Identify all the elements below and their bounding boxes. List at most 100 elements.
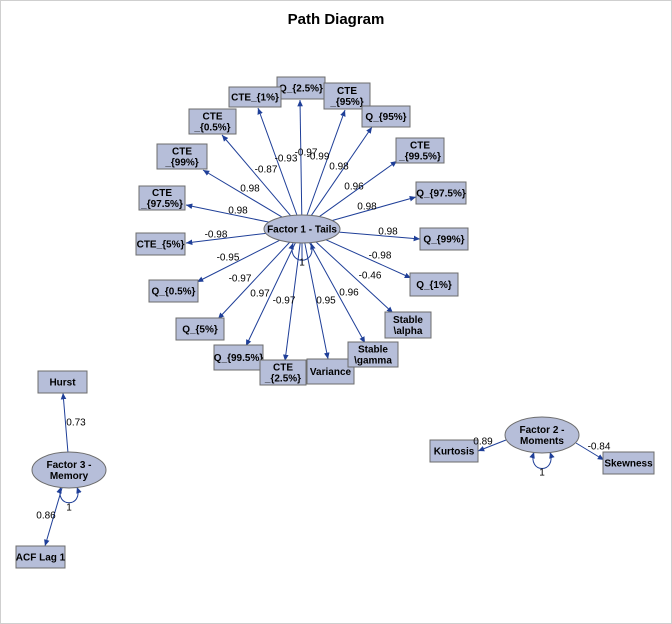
- variable-node-q05[interactable]: Q_{0.5%}: [148, 279, 199, 303]
- path-arrow-cte05: [221, 134, 292, 216]
- variable-box: [188, 108, 237, 135]
- variable-label: CTE: [273, 363, 293, 374]
- path-arrow-cte25: [283, 242, 301, 362]
- variable-label: CTE: [152, 188, 172, 199]
- variable-node-q5[interactable]: Q_{5%}: [175, 317, 225, 341]
- variable-box: [602, 451, 655, 475]
- variable-box: [415, 181, 467, 205]
- path-arrow-cte99: [202, 169, 283, 218]
- variable-node-q25[interactable]: Q_{2.5%}: [276, 76, 326, 100]
- variable-label: Q_{95%}: [365, 112, 406, 123]
- variable-node-salpha[interactable]: Stable\alpha: [384, 311, 432, 339]
- path-arrow-q05: [196, 239, 280, 283]
- variable-label: CTE: [410, 141, 430, 152]
- loading-label-cte5: -0.98: [205, 230, 228, 241]
- loading-label-q05: -0.95: [217, 253, 240, 264]
- factor-node-f3[interactable]: Factor 3 -Memory: [31, 451, 107, 489]
- factor-ellipse: [263, 214, 341, 244]
- loading-label-q25: -0.97: [295, 148, 318, 159]
- variable-node-cte25[interactable]: CTE_{2.5%}: [259, 359, 307, 386]
- loading-label-q5: -0.97: [229, 274, 252, 285]
- variable-label: CTE_{5%}: [137, 240, 185, 251]
- loading-label-cte975: 0.98: [228, 206, 248, 217]
- variable-node-var[interactable]: Variance: [306, 358, 355, 385]
- path-arrow-q25: [297, 99, 303, 216]
- variable-node-cte1[interactable]: CTE_{1%}: [228, 86, 282, 108]
- loading-label-salpha: -0.46: [359, 271, 382, 282]
- variable-node-cte95[interactable]: CTE_{95%}: [323, 82, 371, 110]
- loading-label-cte95: -0.99: [307, 152, 330, 163]
- variable-label: Q_{0.5%}: [152, 287, 196, 298]
- variable-box: [395, 137, 445, 164]
- variable-box: [228, 86, 282, 108]
- variable-label: Stable: [393, 315, 423, 326]
- variable-label: Q_{1%}: [416, 280, 452, 291]
- factor-label: Factor 1 - Tails: [267, 225, 337, 236]
- factor-node-f1[interactable]: Factor 1 - Tails: [263, 214, 341, 244]
- variable-node-acf[interactable]: ACF Lag 1: [15, 545, 66, 569]
- factor-label: Moments: [520, 436, 564, 447]
- variable-box: [259, 359, 307, 386]
- variable-label: Q_{99.5%}: [214, 353, 264, 364]
- loading-label-sgamma: 0.96: [339, 288, 359, 299]
- variable-node-q99[interactable]: Q_{99%}: [419, 227, 469, 251]
- variable-node-hurst[interactable]: Hurst: [37, 370, 88, 394]
- loading-label-var: 0.95: [316, 296, 336, 307]
- path-arrow-cte1: [257, 107, 298, 216]
- variable-box: [138, 185, 186, 211]
- factor-label: Factor 2 -: [519, 425, 564, 436]
- variable-label: Skewness: [604, 459, 653, 470]
- path-arrow-q95: [310, 126, 373, 216]
- variable-node-q975[interactable]: Q_{97.5%}: [415, 181, 467, 205]
- variance-loop-f3: [56, 486, 82, 504]
- variable-label: Q_{99%}: [423, 235, 464, 246]
- variable-label: \alpha: [394, 326, 423, 337]
- variable-node-cte99[interactable]: CTE_{99%}: [156, 143, 208, 170]
- variable-label: Hurst: [49, 378, 76, 389]
- loading-label-cte05: -0.87: [255, 165, 278, 176]
- variable-box: [148, 279, 199, 303]
- variable-label: _{2.5%}: [264, 374, 301, 385]
- factor-label: Factor 3 -: [46, 460, 91, 471]
- variable-node-skew[interactable]: Skewness: [602, 451, 655, 475]
- loading-label-q1: -0.98: [369, 251, 392, 262]
- variable-node-cte05[interactable]: CTE_{0.5%}: [188, 108, 237, 135]
- variable-label: Q_{5%}: [182, 325, 218, 336]
- path-arrow-cte995: [319, 160, 398, 217]
- loading-label-cte99: 0.98: [240, 184, 260, 195]
- variable-box: [409, 272, 459, 297]
- variable-node-q995[interactable]: Q_{99.5%}: [213, 344, 264, 371]
- path-arrow-q99: [338, 231, 421, 242]
- path-arrow-acf: [44, 487, 63, 547]
- loading-label-q99: 0.98: [378, 227, 398, 238]
- variable-box: [37, 370, 88, 394]
- path-arrow-kurt: [477, 439, 507, 452]
- variable-node-sgamma[interactable]: Stable\gamma: [347, 341, 399, 368]
- variance-label-f2: 1: [539, 468, 545, 479]
- variable-node-cte975[interactable]: CTE_{97.5%}: [138, 185, 186, 211]
- variable-node-cte5[interactable]: CTE_{5%}: [135, 232, 186, 256]
- path-arrow-hurst: [60, 392, 69, 454]
- variable-node-kurt[interactable]: Kurtosis: [429, 439, 479, 463]
- variable-label: Q_{2.5%}: [279, 84, 323, 95]
- path-arrow-cte975: [185, 203, 269, 223]
- variable-label: _{0.5%}: [193, 123, 230, 134]
- variable-node-q95[interactable]: Q_{95%}: [361, 105, 411, 128]
- path-arrow-q5: [217, 241, 291, 320]
- variable-label: CTE: [337, 86, 357, 97]
- factor-ellipse: [31, 451, 107, 489]
- variable-box: [15, 545, 66, 569]
- variable-label: Q_{97.5%}: [416, 189, 466, 200]
- path-arrow-skew: [575, 442, 605, 461]
- loading-label-cte1: -0.93: [275, 154, 298, 165]
- variable-node-cte995[interactable]: CTE_{99.5%}: [395, 137, 445, 164]
- variable-label: Kurtosis: [434, 447, 475, 458]
- variable-label: _{99%}: [164, 158, 198, 169]
- path-arrow-cte95: [306, 109, 346, 216]
- variable-label: CTE: [172, 147, 192, 158]
- factor-node-f2[interactable]: Factor 2 -Moments: [504, 416, 580, 454]
- loading-label-q975: 0.98: [357, 202, 377, 213]
- loading-label-cte25: -0.97: [273, 296, 296, 307]
- variable-node-q1[interactable]: Q_{1%}: [409, 272, 459, 297]
- factor-ellipse: [504, 416, 580, 454]
